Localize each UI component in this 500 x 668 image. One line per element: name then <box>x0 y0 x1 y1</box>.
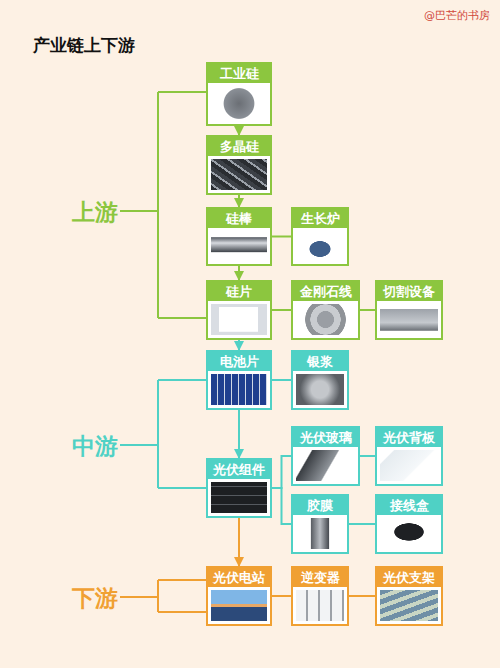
process-box: 切割设备 <box>375 280 443 340</box>
process-box: 生长炉 <box>291 207 349 266</box>
box-label: 光伏背板 <box>377 428 441 447</box>
process-box: 逆变器 <box>291 566 349 626</box>
process-box: 金刚石线 <box>291 280 360 340</box>
flow-arrow <box>238 266 240 280</box>
connector-line <box>272 595 291 597</box>
process-box: 接线盒 <box>375 494 443 554</box>
box-label: 接线盒 <box>377 496 441 515</box>
box-label: 硅片 <box>208 282 270 301</box>
flow-arrow <box>238 410 240 458</box>
connector-line <box>272 456 291 488</box>
box-label: 金刚石线 <box>293 282 358 301</box>
process-box: 光伏玻璃 <box>291 426 360 486</box>
group-label: 下游 <box>72 583 118 614</box>
box-label: 光伏玻璃 <box>293 428 358 447</box>
box-label: 硅棒 <box>208 209 270 228</box>
box-picture <box>211 231 267 261</box>
box-picture <box>296 231 344 261</box>
connector-line <box>272 379 291 381</box>
box-label: 胶膜 <box>293 496 347 515</box>
box-label: 逆变器 <box>293 568 347 587</box>
box-label: 银浆 <box>293 352 347 371</box>
box-picture <box>380 590 438 621</box>
flow-arrow <box>238 195 240 207</box>
process-box: 光伏背板 <box>375 426 443 486</box>
flow-arrow <box>238 340 240 350</box>
box-picture <box>211 304 267 335</box>
process-box: 电池片 <box>206 350 272 410</box>
box-label: 光伏电站 <box>208 568 270 587</box>
connector-line <box>349 523 375 525</box>
box-picture <box>380 450 438 481</box>
box-label: 工业硅 <box>208 64 270 83</box>
diagram-title: 产业链上下游 <box>33 34 135 57</box>
box-label: 电池片 <box>208 352 270 371</box>
group-label: 上游 <box>72 197 118 228</box>
watermark: @巴芒的书房 <box>424 8 490 23</box>
box-picture <box>296 374 344 405</box>
box-label: 光伏组件 <box>208 460 270 479</box>
process-box: 光伏支架 <box>375 566 443 626</box>
box-picture <box>296 304 355 335</box>
process-box: 硅棒 <box>206 207 272 266</box>
flow-arrow <box>238 518 240 566</box>
box-label: 光伏支架 <box>377 568 441 587</box>
box-picture <box>296 518 344 549</box>
group-bracket <box>120 380 206 488</box>
box-picture <box>211 590 267 621</box>
group-bracket <box>120 580 206 612</box>
connector-line <box>272 236 291 238</box>
process-box: 银浆 <box>291 350 349 410</box>
flow-arrow <box>238 126 240 135</box>
box-label: 生长炉 <box>293 209 347 228</box>
process-box: 工业硅 <box>206 62 272 126</box>
box-picture <box>211 86 267 121</box>
box-picture <box>380 304 438 335</box>
connector-line <box>272 488 291 524</box>
box-label: 切割设备 <box>377 282 441 301</box>
process-box: 光伏电站 <box>206 566 272 626</box>
process-box: 光伏组件 <box>206 458 272 518</box>
process-box: 多晶硅 <box>206 135 272 195</box>
box-picture <box>296 590 344 621</box>
process-box: 胶膜 <box>291 494 349 554</box>
connector-line <box>360 455 375 457</box>
box-picture <box>211 482 267 513</box>
box-picture <box>296 450 355 481</box>
box-picture <box>380 518 438 549</box>
group-bracket <box>120 92 206 318</box>
connector-line <box>272 309 291 311</box>
group-label: 中游 <box>72 431 118 462</box>
box-picture <box>211 374 267 405</box>
connector-line <box>349 595 375 597</box>
box-label: 多晶硅 <box>208 137 270 156</box>
process-box: 硅片 <box>206 280 272 340</box>
box-picture <box>211 159 267 190</box>
connector-line <box>360 309 375 311</box>
